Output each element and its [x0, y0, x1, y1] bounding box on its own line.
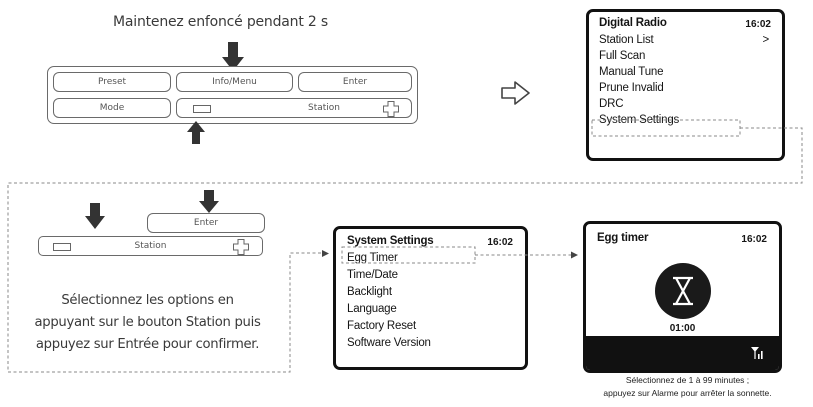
- step2-instruction: Sélectionnez les options en appuyant sur…: [10, 290, 285, 356]
- mode-key[interactable]: Mode: [53, 98, 171, 118]
- menu-item-full-scan[interactable]: Full Scan: [599, 50, 646, 62]
- info-menu-key-label: Info/Menu: [212, 77, 257, 87]
- station-knob-label: Station: [308, 103, 340, 113]
- hourglass-icon: [655, 263, 711, 319]
- info-menu-key[interactable]: Info/Menu: [176, 72, 293, 92]
- screen-title: Egg timer: [597, 232, 649, 244]
- plus-icon: [233, 239, 249, 255]
- preset-key-label: Preset: [97, 77, 127, 87]
- menu-item-software-version[interactable]: Software Version: [347, 337, 431, 349]
- menu-item-backlight[interactable]: Backlight: [347, 286, 392, 298]
- menu-item-language[interactable]: Language: [347, 303, 397, 315]
- submenu-arrow: >: [762, 34, 769, 46]
- menu-item-drc[interactable]: DRC: [599, 98, 624, 110]
- screen-digital-radio: Digital Radio 16:02 Station List > Full …: [586, 9, 785, 161]
- plus-icon: [383, 101, 399, 117]
- step2-enter-key[interactable]: Enter: [147, 213, 265, 233]
- hold-caption: Maintenez enfoncé pendant 2 s: [113, 14, 328, 30]
- enter-key[interactable]: Enter: [298, 72, 412, 92]
- minus-icon: [53, 243, 71, 251]
- note-line: appuyez sur Alarme pour arrêter la sonne…: [603, 388, 772, 398]
- press-arrow-down-station-icon: [85, 203, 105, 229]
- screen-system-settings: System Settings 16:02 Egg Timer Time/Dat…: [333, 226, 528, 370]
- press-arrow-down-enter-icon: [199, 190, 219, 213]
- instruction-line: appuyant sur le bouton Station puis: [34, 315, 261, 330]
- note-line: Sélectionnez de 1 à 99 minutes ;: [625, 375, 750, 385]
- step2-station-knob-label: Station: [134, 241, 167, 251]
- menu-item-station-list[interactable]: Station List: [599, 34, 654, 46]
- screen-status-bar: [586, 336, 779, 370]
- step2-enter-key-label: Enter: [193, 218, 219, 228]
- screen-title: System Settings: [347, 235, 434, 247]
- screen-clock: 16:02: [487, 237, 513, 248]
- step2-station-knob[interactable]: Station: [38, 236, 263, 256]
- egg-timer-note: Sélectionnez de 1 à 99 minutes ; appuyez…: [565, 374, 810, 400]
- instruction-line: appuyez sur Entrée pour confirmer.: [35, 337, 260, 352]
- menu-item-prune-invalid[interactable]: Prune Invalid: [599, 82, 664, 94]
- screen-clock: 16:02: [741, 234, 767, 245]
- next-step-arrow-icon: [501, 81, 530, 105]
- menu-item-manual-tune[interactable]: Manual Tune: [599, 66, 664, 78]
- menu-item-factory-reset[interactable]: Factory Reset: [347, 320, 416, 332]
- preset-key[interactable]: Preset: [53, 72, 171, 92]
- press-arrow-up-icon: [187, 121, 205, 144]
- menu-item-time-date[interactable]: Time/Date: [347, 269, 398, 281]
- countdown-value: 01:00: [669, 323, 696, 334]
- screen-title: Digital Radio: [599, 17, 667, 29]
- mode-key-label: Mode: [99, 103, 125, 113]
- minus-icon: [193, 105, 211, 113]
- press-arrow-down-icon: [222, 42, 244, 71]
- menu-item-system-settings[interactable]: System Settings: [599, 114, 680, 126]
- station-knob[interactable]: Station: [176, 98, 412, 118]
- remote-key-panel: Preset Info/Menu Enter Mode Station: [47, 66, 418, 124]
- menu-item-egg-timer[interactable]: Egg Timer: [347, 252, 398, 264]
- instruction-line: Sélectionnez les options en: [61, 293, 234, 308]
- screen-clock: 16:02: [745, 19, 771, 30]
- signal-strength-icon: [751, 347, 763, 359]
- screen-egg-timer: Egg timer 16:02 01:00: [583, 221, 782, 373]
- enter-key-label: Enter: [342, 77, 368, 87]
